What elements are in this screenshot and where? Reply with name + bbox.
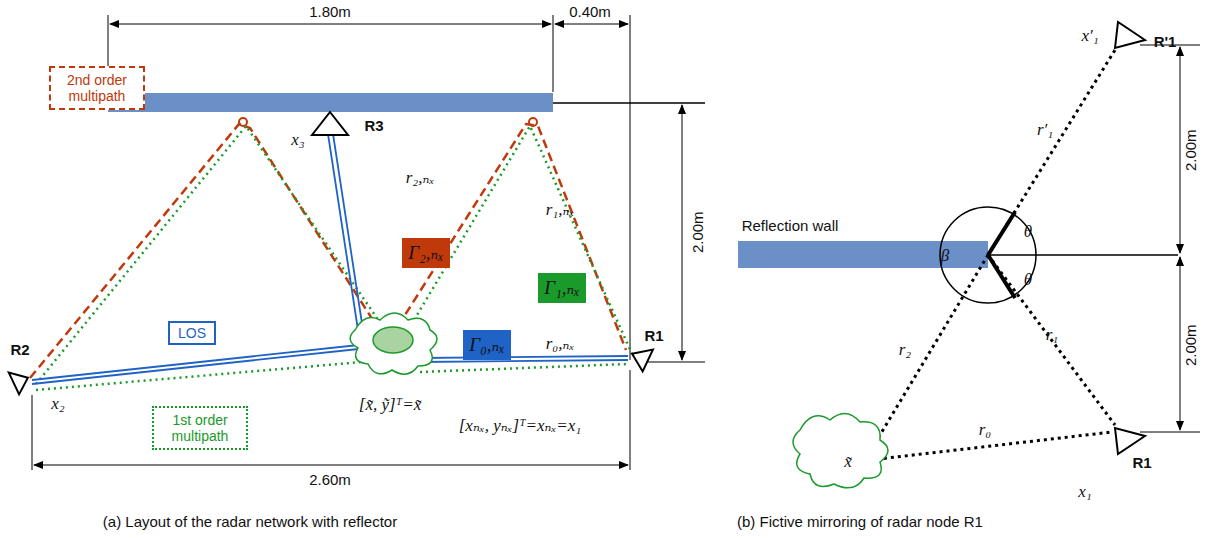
symbol-label: r′₁	[1037, 121, 1053, 140]
text-label: Reflection wall	[742, 218, 839, 235]
multipath-legend-box: 1st order multipath	[152, 406, 248, 450]
symbol-label: [x̃, ỹ]ᵀ=x̃	[359, 396, 421, 415]
node-text: 2nd order multipath	[57, 72, 137, 104]
symbol-label: x₃	[291, 131, 304, 150]
symbol-label: x′₁	[1081, 27, 1098, 46]
symbol-label: r₁	[1046, 326, 1059, 345]
symbol-label: R1	[644, 328, 663, 345]
los-legend-box: LOS	[168, 321, 216, 345]
symbol-label: r₀,ₙₓ	[546, 335, 575, 354]
symbol-label: R'1	[1154, 34, 1177, 51]
symbol-label: r₁,ₙₓ	[546, 201, 575, 220]
text-label: (b) Fictive mirroring of radar node R1	[737, 514, 983, 531]
symbol-label: [xₙₓ, yₙₓ]ᵀ=xₙₓ=x₁	[459, 417, 582, 436]
dimension-label: 2.00m	[1183, 127, 1200, 173]
text-label: (a) Layout of the radar network with ref…	[103, 514, 397, 531]
node-text: 1st order multipath	[160, 412, 240, 444]
node-text: Γ₁,ₙₓ	[544, 277, 579, 299]
dimension-label: 2.00m	[690, 209, 707, 255]
node-text: Γ₀,ₙₓ	[469, 334, 504, 356]
symbol-label: r₀	[979, 421, 992, 440]
text-label: 2.60m	[309, 472, 351, 489]
symbol-label: θ	[1024, 271, 1032, 290]
symbol-label: R1	[1132, 455, 1151, 472]
symbol-label: x̃	[844, 453, 852, 472]
symbol-label: R3	[364, 118, 383, 135]
node-text: Γ₂,ₙₓ	[408, 242, 443, 264]
text-label: 0.40m	[569, 4, 611, 21]
text-label: 1.80m	[309, 4, 351, 21]
reflection-coefficient-box: Γ₂,ₙₓ	[402, 238, 449, 268]
multipath-legend-box: 2nd order multipath	[49, 66, 145, 110]
node-text: LOS	[178, 325, 206, 341]
symbol-label: r₂,ₙₓ	[406, 169, 435, 188]
reflection-coefficient-box: Γ₁,ₙₓ	[538, 273, 585, 303]
symbol-label: θ	[1024, 223, 1032, 242]
symbol-label: x₂	[51, 395, 64, 414]
symbol-label: R2	[10, 342, 29, 359]
symbol-label: r₂	[899, 341, 912, 360]
symbol-label: x₁	[1078, 483, 1091, 502]
dimension-label: 2.00m	[1183, 322, 1200, 368]
symbol-label: β	[941, 247, 949, 266]
reflection-coefficient-box: Γ₀,ₙₓ	[463, 330, 510, 360]
